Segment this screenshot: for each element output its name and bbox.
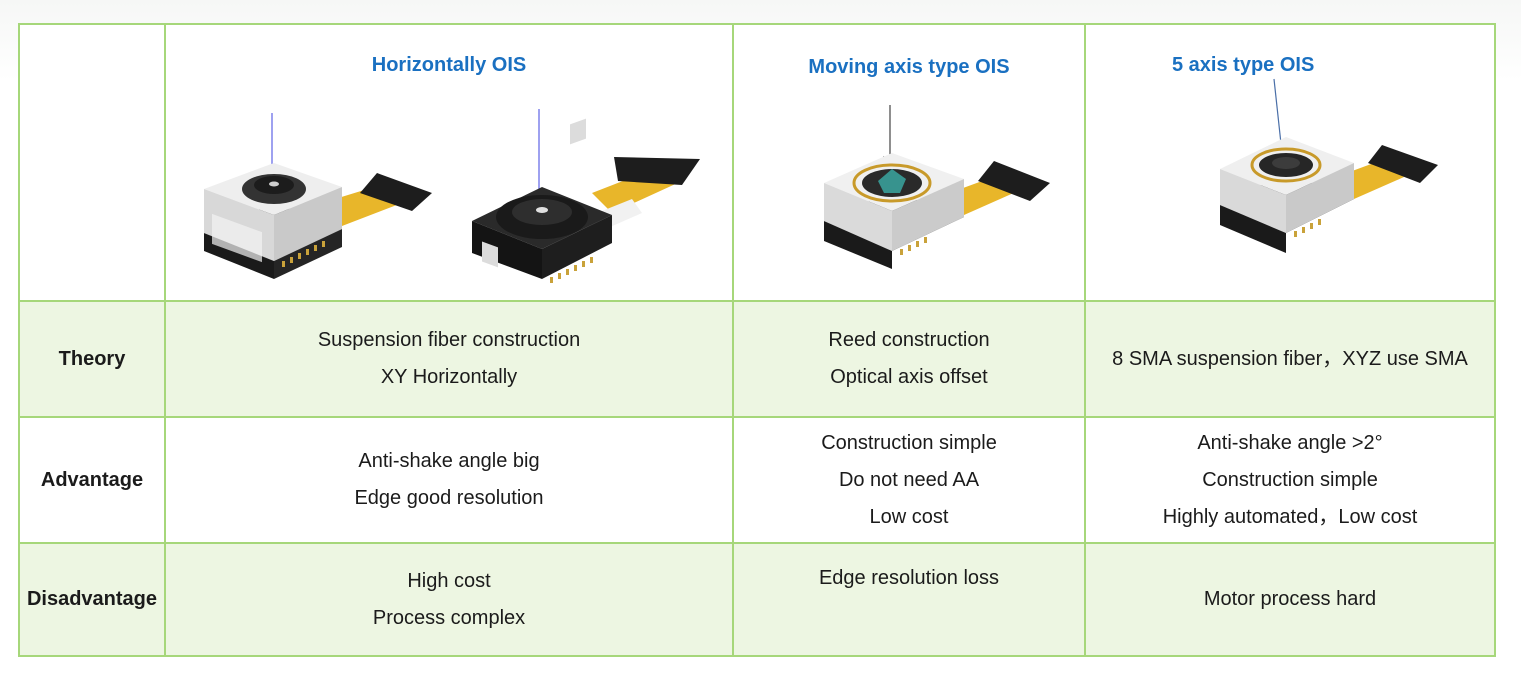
row-label-disadvantage: Disadvantage (18, 542, 166, 657)
cell-line: XY Horizontally (380, 366, 518, 388)
cell-line: Do not need AA (838, 468, 980, 491)
ois-comparison-table: Horizontally OIS (18, 23, 1496, 657)
column-title-moving-axis-ois: Moving axis type OIS (808, 56, 1010, 78)
cell-line: High cost (407, 569, 491, 592)
advantage-cell-horizontal-ois: Anti-shake angle big Edge good resolutio… (164, 416, 734, 544)
disadvantage-cell-5-axis-ois: Motor process hard (1084, 542, 1496, 657)
theory-cell-horizontal-ois: Suspension fiber construction XY Horizon… (164, 300, 734, 418)
theory-row: Theory Suspension fiber construction XY … (18, 300, 1496, 418)
camera-module-horizontal-ois-assembled-image (182, 111, 442, 287)
cell-line: Edge good resolution (354, 487, 544, 509)
cell-line: Suspension fiber construction (317, 329, 581, 351)
cell-line: Process complex (372, 606, 526, 629)
header-row: Horizontally OIS (18, 23, 1496, 302)
header-cell-horizontal-ois: Horizontally OIS (164, 23, 734, 302)
cell-line: 8 SMA suspension fiber，XYZ use SMA (1112, 347, 1468, 370)
column-title-5-axis-ois: 5 axis type OIS (1172, 54, 1315, 76)
advantage-cell-moving-axis-ois: Construction simple Do not need AA Low c… (732, 416, 1086, 544)
camera-module-moving-axis-ois-image (824, 105, 1050, 269)
disadvantage-cell-horizontal-ois: High cost Process complex (164, 542, 734, 657)
cell-line: Highly automated，Low cost (1162, 505, 1418, 528)
header-cell-5-axis-ois: 5 axis type OIS (1084, 23, 1496, 302)
camera-module-5-axis-ois-image (1220, 78, 1438, 253)
disadvantage-row: Disadvantage High cost Process complex E… (18, 542, 1496, 657)
advantage-cell-5-axis-ois: Anti-shake angle >2° Construction simple… (1084, 416, 1496, 544)
theory-cell-5-axis-ois: 8 SMA suspension fiber，XYZ use SMA (1084, 300, 1496, 418)
cell-line: Optical axis offset (830, 366, 988, 388)
cell-line: Reed construction (828, 329, 990, 351)
theory-cell-moving-axis-ois: Reed construction Optical axis offset (732, 300, 1086, 418)
cell-line: Anti-shake angle big (358, 450, 540, 472)
column-title-horizontal-ois: Horizontally OIS (371, 54, 527, 76)
cell-line: Construction simple (1202, 468, 1378, 491)
row-label-advantage: Advantage (18, 416, 166, 544)
corner-cell (18, 23, 166, 302)
cell-line: Motor process hard (1203, 588, 1377, 610)
cell-line: Edge resolution loss (818, 567, 1000, 589)
cell-line: Anti-shake angle >2° (1197, 431, 1383, 454)
cell-line: Construction simple (821, 431, 997, 454)
header-cell-moving-axis-ois: Moving axis type OIS (732, 23, 1086, 302)
cell-line: Low cost (869, 505, 949, 528)
camera-module-horizontal-ois-exploded-image (442, 89, 716, 297)
row-label-theory: Theory (18, 300, 166, 418)
disadvantage-cell-moving-axis-ois: Edge resolution loss (732, 542, 1086, 657)
advantage-row: Advantage Anti-shake angle big Edge good… (18, 416, 1496, 544)
